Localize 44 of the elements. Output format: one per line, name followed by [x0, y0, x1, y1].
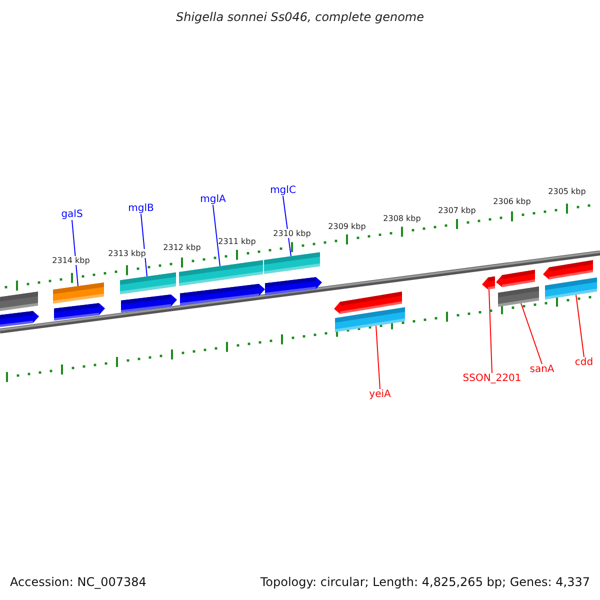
gene-feature: [180, 284, 265, 306]
gene-feature: [543, 260, 593, 280]
scale-label: 2306 kbp: [493, 197, 531, 206]
gene-feature: [54, 303, 105, 321]
gene-label: sanA: [530, 364, 554, 375]
gene-bar: [545, 277, 597, 300]
gene-bar: [498, 286, 539, 307]
scale-label: 2308 kbp: [383, 214, 421, 223]
gene-feature: [0, 311, 39, 327]
accession-text: Accession: NC_007384: [10, 575, 146, 589]
gene-bar: [0, 292, 38, 311]
scale-label: 2312 kbp: [163, 243, 201, 252]
leader-line: [376, 325, 380, 390]
gene-bar: [53, 282, 104, 304]
leader-line: [576, 294, 584, 358]
gene-label: yeiA: [369, 389, 391, 400]
gene-feature: [334, 292, 402, 314]
gene-label: mglB: [128, 203, 154, 214]
scale-label: 2311 kbp: [218, 237, 256, 246]
gene-label: mglC: [270, 185, 296, 196]
gene-label: mglA: [200, 194, 226, 205]
leader-line: [140, 214, 148, 277]
gene-feature: [265, 277, 322, 296]
gene-bar: [264, 252, 320, 274]
scale-label: 2310 kbp: [273, 229, 311, 238]
leader-line: [488, 288, 492, 374]
diagram-title: Shigella sonnei Ss046, complete genome: [174, 10, 425, 24]
gene-label: cdd: [574, 357, 594, 368]
genome-summary-text: Topology: circular; Length: 4,825,265 bp; Genes: 4,337: [260, 575, 590, 589]
scale-label: 2307 kbp: [438, 206, 476, 215]
gene-feature: [482, 276, 495, 290]
gene-bar: [120, 272, 176, 294]
scale-label: 2305 kbp: [548, 187, 586, 196]
gene-label: galS: [61, 209, 83, 220]
gene-feature: [121, 294, 177, 312]
scale-label: 2313 kbp: [108, 249, 146, 258]
scale-label: 2314 kbp: [52, 256, 90, 265]
scale-label: 2309 kbp: [328, 222, 366, 231]
leader-line: [520, 302, 542, 364]
leader-line: [282, 196, 292, 257]
gene-label: SSON_2201: [462, 373, 522, 384]
leader-line: [212, 204, 220, 267]
leader-line: [72, 220, 78, 287]
gene-bar: [179, 260, 263, 286]
